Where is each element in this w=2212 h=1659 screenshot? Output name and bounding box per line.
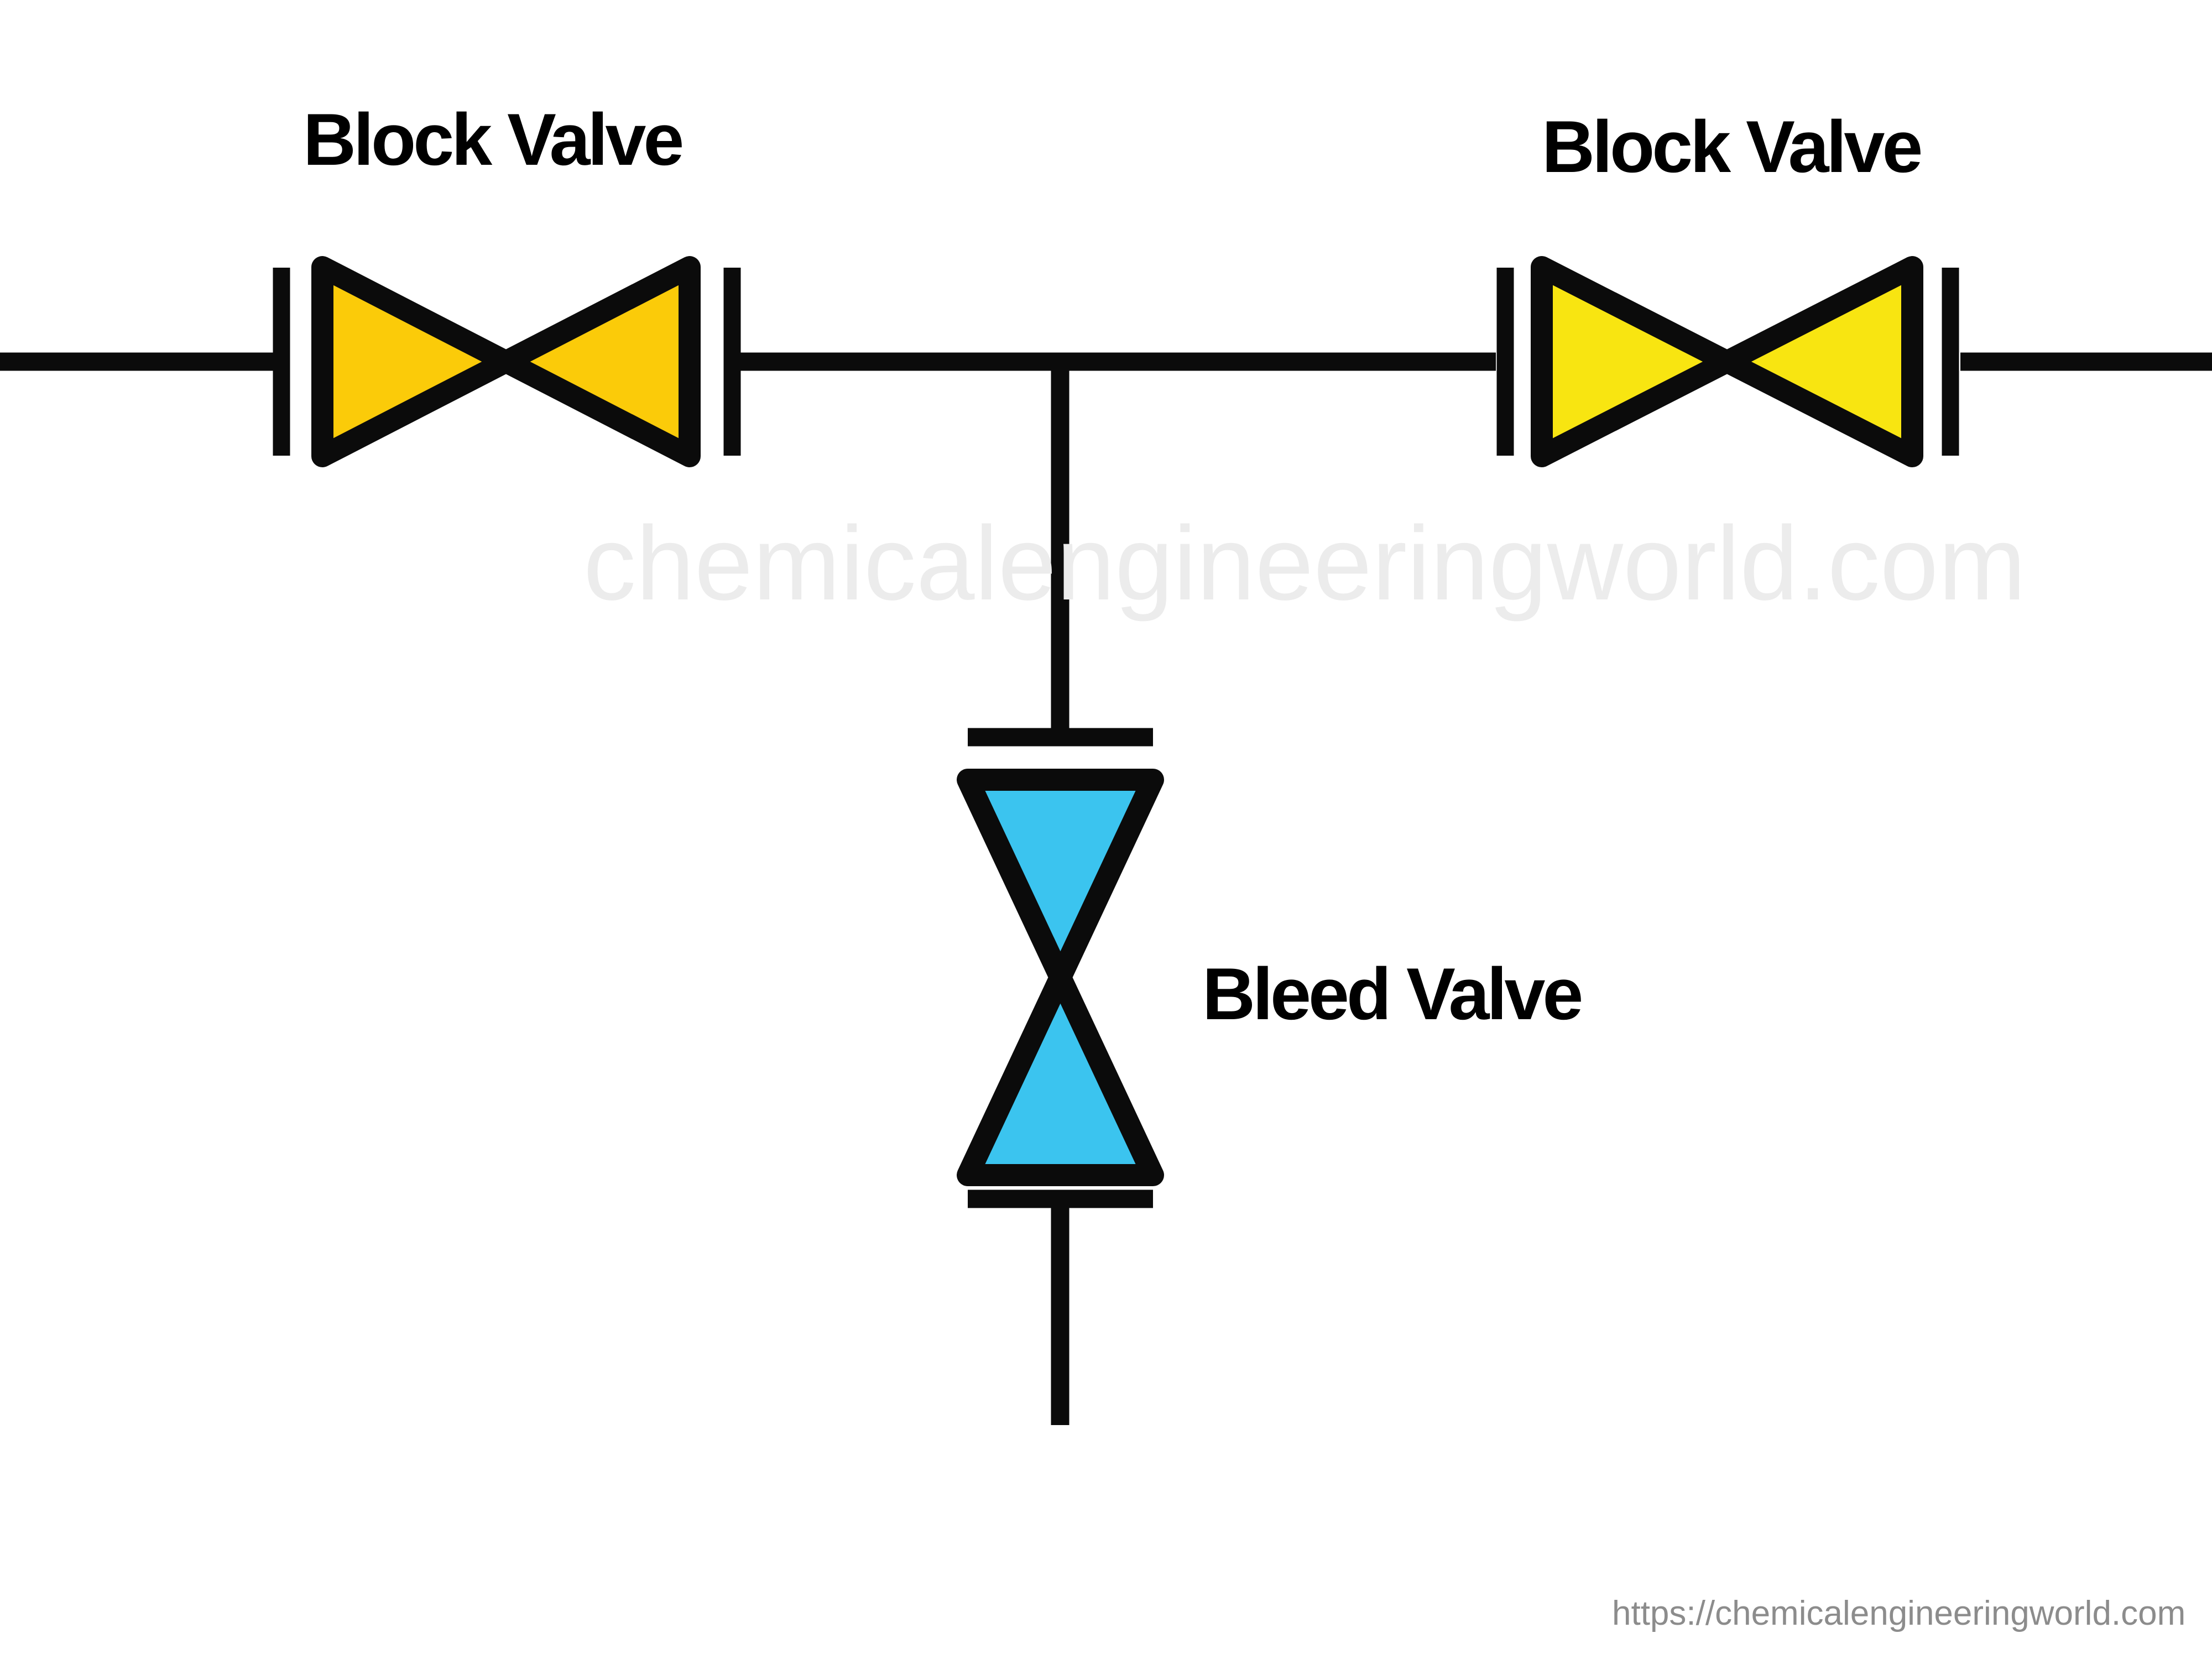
label-bleed-valve: Bleed Valve	[1202, 953, 1583, 1035]
bleed-valve-symbol	[957, 769, 1164, 1186]
label-block-valve-right: Block Valve	[1542, 106, 1923, 188]
label-block-valve-left: Block Valve	[303, 99, 684, 181]
watermark-text: chemicalengineeringworld.com	[583, 505, 2026, 622]
footer-url-text: https://chemicalengineeringworld.com	[1612, 1594, 2186, 1632]
block-valve-left-symbol	[311, 256, 701, 467]
block-valve-right-symbol	[1531, 256, 1923, 467]
